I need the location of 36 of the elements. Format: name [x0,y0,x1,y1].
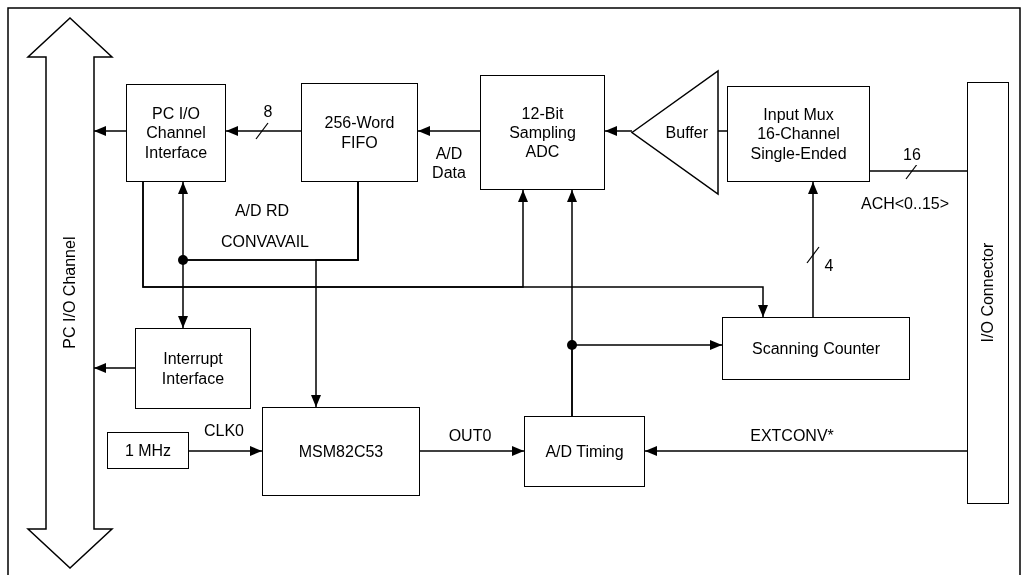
arrow [571,340,723,417]
buffer-triangle [632,71,718,194]
connector-bar [967,82,1009,504]
arrow [188,446,263,456]
process-box [524,416,645,487]
arrow [311,181,359,408]
node-label: 12-Bit Sampling ADC [508,103,577,162]
arrow [225,126,302,136]
arrow [644,446,968,456]
node-label: I/O Connector [978,243,998,343]
arrow [808,181,818,318]
node-label: MSM82C53 [298,441,384,462]
process-box [107,432,189,469]
connector-line [869,170,968,172]
node-label: Interrupt Interface [160,349,226,388]
process-box [722,317,910,380]
node-label: PC I/O Channel [60,236,80,350]
node-label: Buffer [665,122,708,143]
process-box [262,407,420,496]
process-box [126,84,226,182]
node-label: 1 MHz [124,440,172,461]
process-box [727,86,870,182]
process-box [301,83,418,182]
arrow [417,126,481,136]
bus-double-arrow [28,18,112,568]
arrow [419,446,525,456]
node-label: Input Mux 16-Channel Single-Ended [749,105,848,163]
process-box [480,75,605,190]
node-label: A/D Timing [545,441,624,462]
node-label: 256-Word FIFO [323,113,396,152]
process-box [135,328,251,409]
arrow [142,181,528,288]
node-label: PC I/O Channel Interface [143,104,209,162]
node-label: Scanning Counter [751,338,881,359]
arrow [604,126,633,136]
edge-label: 16 [903,145,921,165]
